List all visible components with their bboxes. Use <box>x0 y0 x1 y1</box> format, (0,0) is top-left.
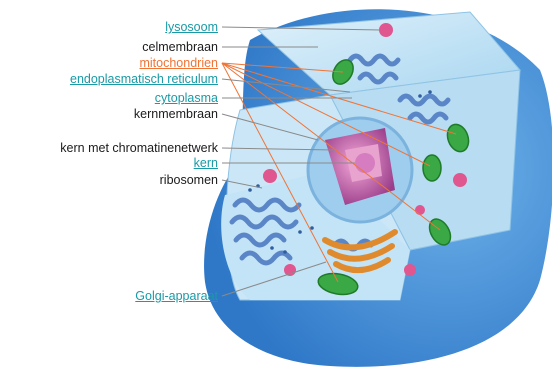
nucleus <box>308 118 412 222</box>
label-golgi[interactable]: Golgi-apparaat <box>60 289 218 303</box>
label-endoplasmic-reticulum[interactable]: endoplasmatisch reticulum <box>2 72 218 86</box>
label-mitochondria[interactable]: mitochondrien <box>60 56 218 70</box>
label-nucleus[interactable]: kern <box>60 156 218 170</box>
label-lysosome[interactable]: lysosoom <box>60 20 218 34</box>
label-cytoplasm[interactable]: cytoplasma <box>60 91 218 105</box>
label-nuclear-membrane: kernmembraan <box>60 107 218 121</box>
label-ribosomes: ribosomen <box>60 173 218 187</box>
label-cell-membrane: celmembraan <box>60 40 218 54</box>
label-nucleus-chromatin: kern met chromatinenetwerk <box>2 141 218 155</box>
